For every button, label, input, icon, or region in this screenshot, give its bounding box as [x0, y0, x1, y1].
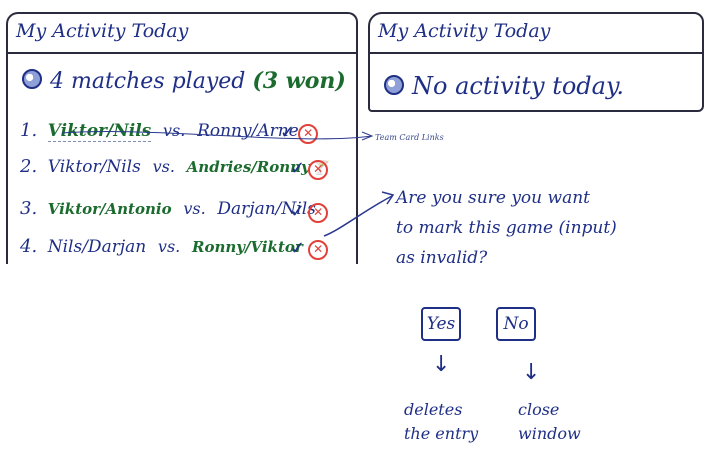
yes-outcome: deletes the entry — [404, 400, 479, 443]
confirm-question: Are you sure you want to mark this game … — [396, 188, 617, 268]
match-actions-3: ✓✕ — [290, 201, 329, 223]
match-index: 4. — [20, 236, 38, 257]
team-b-link[interactable]: Darjan/Nils — [217, 199, 316, 219]
activity-summary: 4 matches played (3 won) — [22, 68, 346, 94]
activity-card-full: My Activity Today 4 matches played (3 wo… — [6, 12, 358, 264]
title-divider — [370, 52, 702, 54]
team-b-link[interactable]: Andries/Ronny — [186, 158, 310, 176]
empty-text: No activity today. — [412, 72, 624, 100]
summary-won: (3 won) — [252, 68, 346, 94]
yes-button[interactable]: Yes — [421, 307, 461, 341]
match-row-3: 3. Viktor/Antonio vs. Darjan/Nils — [20, 198, 316, 219]
activity-card-empty: My Activity Today No activity today. — [368, 12, 704, 112]
cancel-circle-icon[interactable]: ✕ — [308, 160, 329, 180]
match-index: 2. — [20, 156, 38, 177]
vs-label: vs. — [183, 199, 206, 218]
match-actions-2: ✓✕ — [290, 158, 329, 180]
match-actions-4: ✓✕ — [290, 238, 329, 260]
team-a-link[interactable]: Viktor/Nils — [47, 121, 152, 142]
empty-state: No activity today. — [384, 72, 624, 100]
match-row-1: 1. Viktor/Nils vs. Ronny/Arne — [20, 120, 299, 142]
cancel-circle-icon[interactable]: ✕ — [308, 240, 329, 260]
title-divider — [8, 52, 356, 54]
team-card-links-note: Team Card Links — [375, 133, 444, 142]
check-icon[interactable]: ✓ — [290, 201, 306, 222]
match-index: 3. — [20, 198, 38, 219]
check-icon[interactable]: ✓ — [290, 158, 306, 179]
match-index: 1. — [20, 120, 38, 141]
cancel-circle-icon[interactable]: ✕ — [298, 124, 319, 144]
cancel-circle-icon[interactable]: ✕ — [308, 203, 329, 223]
match-row-4: 4. Nils/Darjan vs. Ronny/Viktor — [20, 236, 303, 257]
vs-label: vs. — [152, 157, 175, 176]
vs-label: vs. — [157, 237, 181, 256]
volleyball-icon — [384, 75, 404, 95]
summary-text: 4 matches played — [50, 69, 246, 94]
arrow-down-icon: ↓ — [522, 360, 541, 385]
volleyball-icon — [22, 69, 42, 89]
no-button[interactable]: No — [496, 307, 536, 341]
check-icon[interactable]: ✓ — [280, 122, 296, 143]
card-title: My Activity Today — [16, 20, 189, 42]
team-a-link[interactable]: Viktor/Antonio — [47, 200, 172, 218]
arrow-down-icon: ↓ — [432, 352, 451, 377]
no-outcome: close window — [518, 400, 581, 443]
team-b-link[interactable]: Ronny/Viktor — [192, 238, 303, 256]
team-a-link[interactable]: Viktor/Nils — [47, 157, 141, 177]
check-icon[interactable]: ✓ — [290, 238, 306, 259]
team-a-link[interactable]: Nils/Darjan — [47, 237, 147, 257]
card-title: My Activity Today — [378, 20, 551, 42]
vs-label: vs. — [162, 121, 186, 140]
match-row-2: 2. Viktor/Nils vs. Andries/Ronny🍸 — [20, 156, 328, 177]
match-actions-1: ✓✕ — [280, 122, 319, 144]
